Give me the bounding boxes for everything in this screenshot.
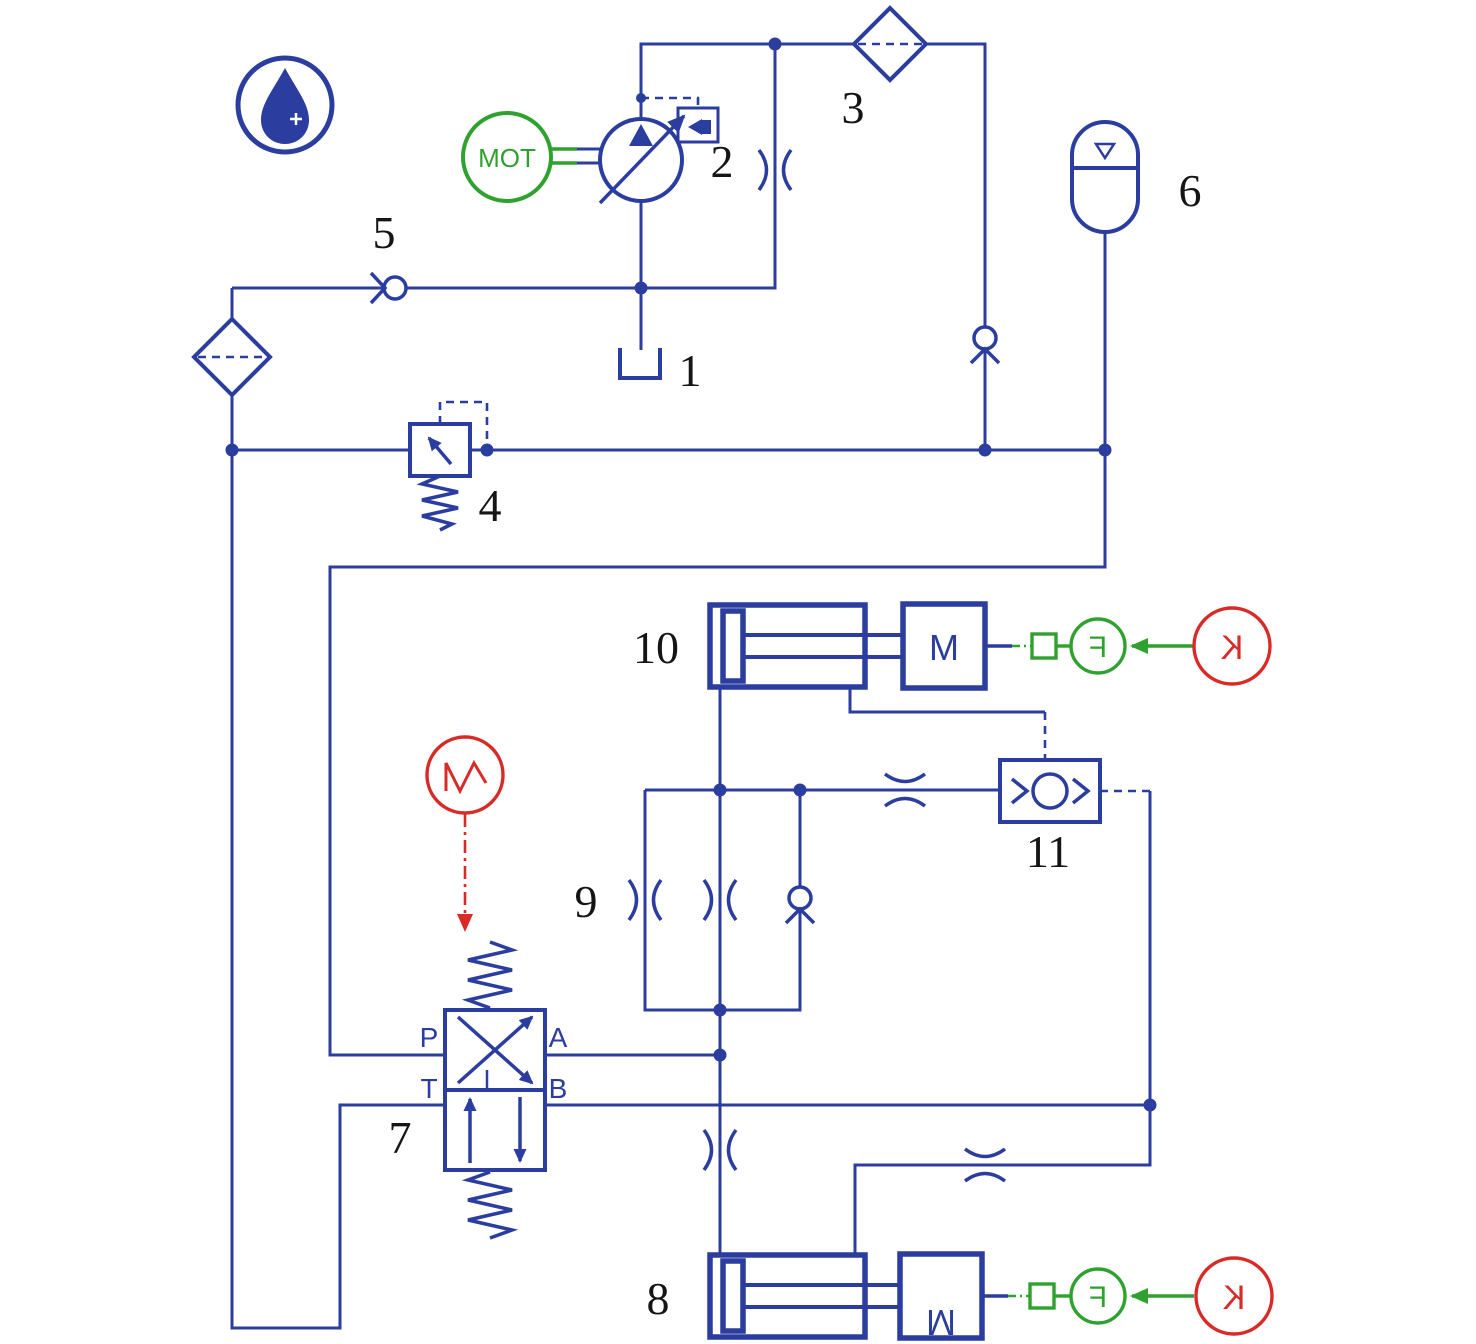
- force-label: F: [1089, 1281, 1107, 1314]
- pump-compensator-piston-icon: [688, 119, 702, 135]
- piston-icon: [720, 608, 746, 684]
- gain-block: [1194, 1256, 1274, 1336]
- check-valve-bridge: [784, 885, 816, 925]
- label-8: 8: [647, 1273, 670, 1324]
- valve-cross-arrow-2: [456, 1015, 534, 1085]
- label-5: 5: [373, 207, 396, 258]
- label-9: 9: [575, 876, 598, 927]
- pressure-supply-line: [328, 450, 1107, 1057]
- pump-variable-arrow-icon: [598, 114, 686, 205]
- variable-pump: [598, 96, 720, 205]
- mass-label: M: [929, 627, 959, 668]
- orifice-bypass: [757, 148, 793, 192]
- force-label: F: [1089, 631, 1107, 664]
- tank-return-line: [230, 450, 445, 1330]
- label-6: 6: [1179, 165, 1202, 216]
- gain-label: K: [1222, 1279, 1245, 1317]
- junction-dots: [225, 37, 1157, 1112]
- pump-compensator-box: [676, 106, 720, 144]
- relief-arrow-icon: [427, 436, 453, 466]
- label-10: 10: [633, 622, 679, 673]
- hydraulic-lines: [230, 42, 1152, 1330]
- check-valve-seat-icon: [784, 906, 816, 925]
- piston-rod: [743, 633, 903, 659]
- mass-box: [897, 1251, 985, 1341]
- valve-spring-bottom-icon: [461, 1170, 519, 1240]
- force-transducer: [1069, 1267, 1127, 1325]
- check-valve-ball-icon: [787, 885, 813, 911]
- port-t-label: T: [420, 1073, 437, 1104]
- cylinder-10: M F K: [707, 601, 1272, 691]
- return-filter: [191, 316, 273, 398]
- gas-triangle-icon: [1093, 142, 1117, 161]
- port-p-label: P: [420, 1022, 439, 1053]
- component-number-labels: 1 2 3 4 5 6 7 8 9 10 11: [373, 82, 1202, 1324]
- relief-spring-icon: [416, 474, 459, 532]
- fluid-drop-logo: [235, 55, 335, 155]
- cylinder-8: M F K: [707, 1251, 1274, 1343]
- orifice-bridge-mid: [702, 878, 738, 922]
- flow-chevron-right-icon: [1071, 777, 1091, 805]
- label-4: 4: [479, 480, 502, 531]
- label-3: 3: [842, 82, 865, 133]
- signal-generator: [425, 735, 505, 932]
- check-valve-seat-icon: [969, 346, 1001, 365]
- check-valve-ball-icon: [972, 325, 998, 351]
- valve-spring-top-icon: [461, 940, 519, 1010]
- sensor-connector-box: [1030, 632, 1058, 660]
- label-7: 7: [389, 1112, 412, 1163]
- cyl10-rod-side-line: [848, 687, 1045, 714]
- pump-control-pilot: [641, 96, 700, 108]
- gas-accumulator: [1070, 120, 1140, 234]
- bridge-right-branch: [720, 790, 802, 1012]
- pump-outlet-line: [639, 42, 854, 119]
- check-valve-seat-icon: [369, 271, 388, 305]
- piston-icon: [720, 1258, 746, 1334]
- tank: [618, 348, 662, 380]
- waveform-icon: [444, 759, 488, 795]
- filter-diamond-icon: [851, 5, 929, 83]
- orifice-cyl8-piston-side: [702, 1128, 738, 1172]
- control-arrowhead-icon: [457, 914, 473, 932]
- cyl8-rod-side-line: [853, 1105, 1152, 1255]
- drop-icon: [261, 68, 309, 144]
- flow-chevron-left-icon: [1010, 777, 1030, 805]
- sensor-connector-box: [1028, 1282, 1056, 1310]
- flow-control-valve: [998, 758, 1102, 824]
- mass-label: M: [926, 1302, 956, 1343]
- bypass-orifice-line: [646, 44, 777, 290]
- piston-rod: [743, 1283, 900, 1309]
- filter-diamond-icon: [191, 316, 273, 398]
- port-a-label: A: [549, 1022, 568, 1053]
- orifice-cyl8-rod-side: [963, 1147, 1007, 1183]
- tank-icon: [618, 348, 662, 380]
- motor-label: MOT: [478, 143, 536, 173]
- relief-pilot-dashed: [438, 400, 489, 450]
- orifice-bridge-top: [883, 772, 927, 808]
- label-1: 1: [679, 345, 702, 396]
- bridge-left-branch: [643, 790, 720, 1012]
- check-valve-5: [369, 271, 408, 305]
- gain-label: K: [1220, 629, 1243, 667]
- force-transducer: [1069, 617, 1127, 675]
- gain-block: [1192, 606, 1272, 686]
- orifice-bridge-left: [627, 878, 663, 922]
- check-valve-accumulator: [969, 325, 1001, 365]
- directional-valve: P A T B: [420, 940, 568, 1240]
- motor-shaft-blue: [577, 147, 602, 165]
- port-b-label: B: [549, 1073, 568, 1104]
- pressure-filter: [851, 5, 929, 83]
- label-2: 2: [711, 136, 734, 187]
- pressure-relief-valve: [408, 400, 489, 532]
- filter-to-accumulator-line: [926, 42, 987, 450]
- pump-flow-triangle-icon: [629, 124, 653, 146]
- orifices: [627, 148, 1007, 1183]
- electric-motor: MOT: [461, 111, 602, 203]
- motor-shaft-green: [551, 147, 577, 165]
- label-11: 11: [1026, 826, 1070, 877]
